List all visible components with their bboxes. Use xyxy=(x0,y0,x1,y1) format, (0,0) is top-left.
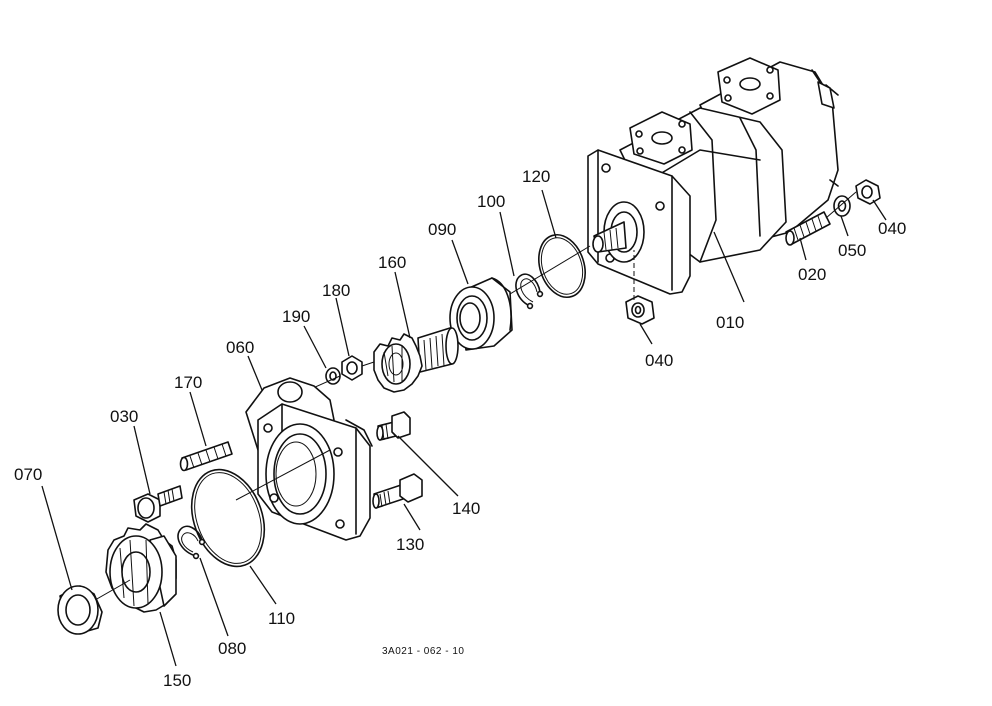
ball-bearing-icon xyxy=(449,277,513,351)
plug-bolt-icon xyxy=(133,485,183,523)
part-label-070: 070 xyxy=(14,465,42,484)
stud-bolt-icon xyxy=(785,211,831,246)
pump-body-icon xyxy=(499,57,839,301)
drawing-reference-code: 3A021 - 062 - 10 xyxy=(382,646,465,657)
part-label-110: 110 xyxy=(268,609,295,628)
hex-nut-icon xyxy=(625,250,655,325)
part-label-090: 090 xyxy=(428,220,456,239)
part-label-040-lower: 040 xyxy=(645,351,673,370)
part-label-180: 180 xyxy=(322,281,350,300)
part-label-140: 140 xyxy=(452,499,480,518)
part-label-160: 160 xyxy=(378,253,406,272)
part-label-080: 080 xyxy=(218,639,246,658)
part-label-010: 010 xyxy=(716,313,744,332)
part-label-150: 150 xyxy=(163,671,191,690)
o-ring-icon xyxy=(538,234,586,298)
hex-nut-icon xyxy=(341,355,363,381)
part-label-190: 190 xyxy=(282,307,310,326)
part-label-040-right: 040 xyxy=(878,219,906,238)
part-label-170: 170 xyxy=(174,373,202,392)
part-label-020: 020 xyxy=(798,265,826,284)
part-label-050: 050 xyxy=(838,241,866,260)
snap-ring-icon xyxy=(177,525,206,560)
stud-bolt-icon xyxy=(179,441,233,472)
oil-seal-icon xyxy=(57,585,103,635)
part-label-030: 030 xyxy=(110,407,138,426)
snap-ring-icon xyxy=(515,273,544,310)
part-label-130: 130 xyxy=(396,535,424,554)
part-label-100: 100 xyxy=(477,192,505,211)
part-label-060: 060 xyxy=(226,338,254,357)
leader-lines xyxy=(41,189,887,667)
pinion-shaft-icon xyxy=(373,327,459,393)
hex-nut-icon xyxy=(855,179,881,205)
part-label-120: 120 xyxy=(522,167,550,186)
bolt-icon xyxy=(372,473,423,509)
bolt-icon xyxy=(376,411,411,441)
flange-housing-icon xyxy=(235,377,373,541)
